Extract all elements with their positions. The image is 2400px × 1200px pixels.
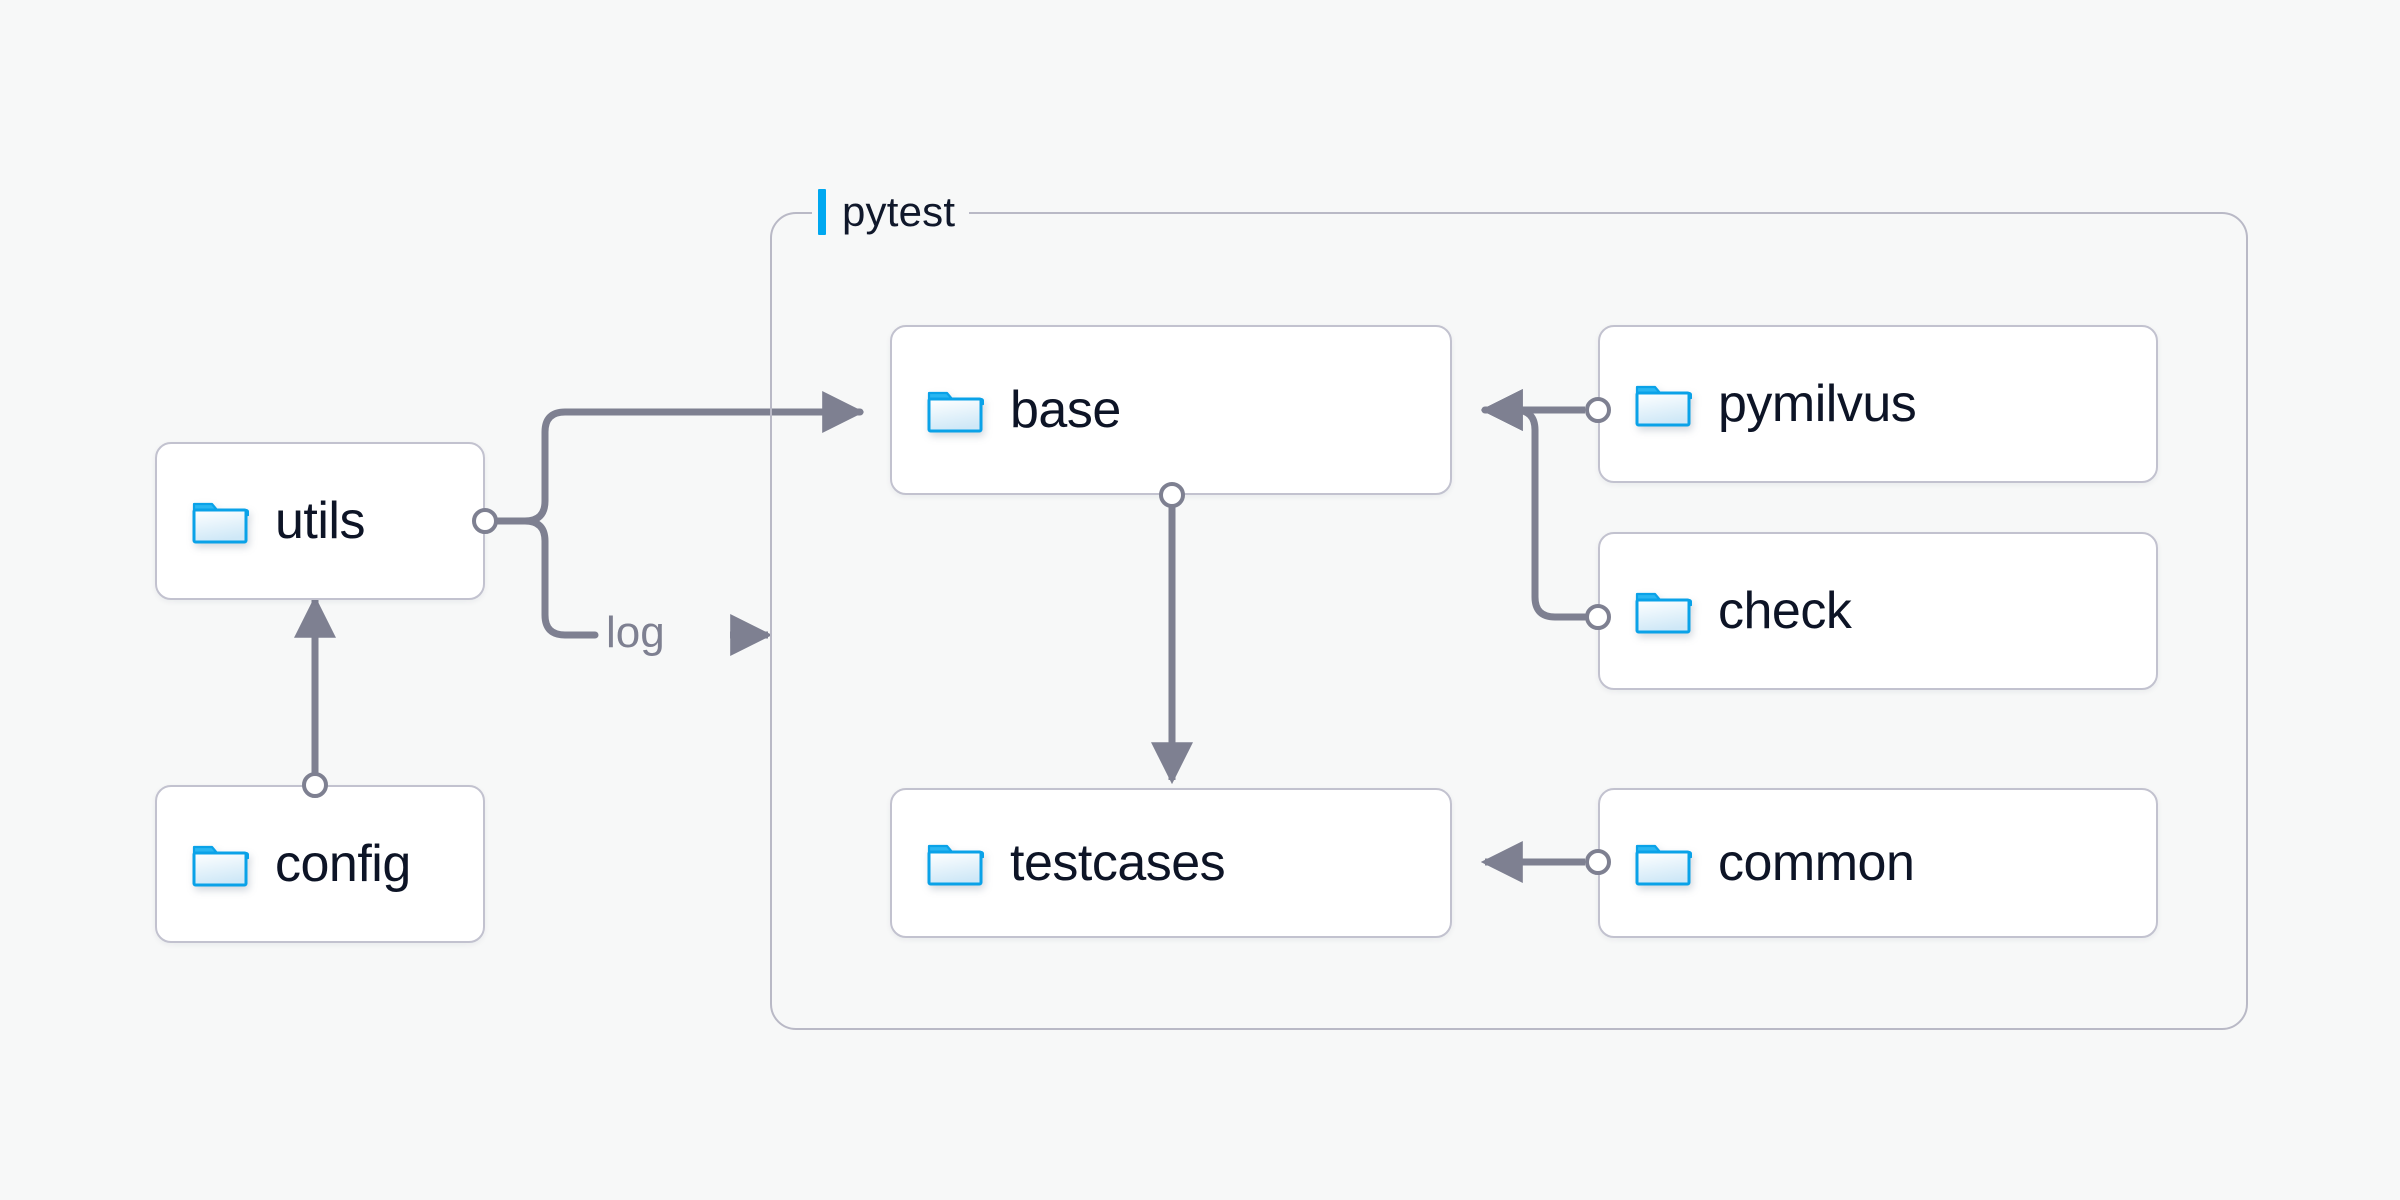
folder-icon <box>1635 592 1692 634</box>
node-check[interactable]: check <box>1598 532 2158 690</box>
port-check-left[interactable] <box>1585 604 1611 630</box>
node-base-label: base <box>1010 381 1121 439</box>
folder-icon <box>927 391 984 433</box>
port-common-left[interactable] <box>1585 849 1611 875</box>
group-title-text: pytest <box>842 188 956 235</box>
group-pytest-label: pytest <box>812 185 970 239</box>
node-base-content: base <box>892 380 1121 440</box>
node-testcases-label: testcases <box>1010 834 1226 892</box>
port-config-top[interactable] <box>302 772 328 798</box>
node-config[interactable]: config <box>155 785 485 943</box>
node-check-content: check <box>1600 581 1852 641</box>
node-testcases[interactable]: testcases <box>890 788 1452 938</box>
node-utils[interactable]: utils <box>155 442 485 600</box>
node-common-content: common <box>1600 833 1915 893</box>
node-utils-content: utils <box>157 491 365 551</box>
folder-icon <box>1635 385 1692 427</box>
node-check-label: check <box>1718 582 1852 640</box>
folder-icon <box>927 844 984 886</box>
edge-utils-to-log <box>481 517 599 639</box>
node-config-content: config <box>157 834 411 894</box>
node-testcases-content: testcases <box>892 833 1226 893</box>
node-pymilvus-label: pymilvus <box>1718 375 1917 433</box>
node-config-label: config <box>275 835 411 893</box>
node-base[interactable]: base <box>890 325 1452 495</box>
node-pymilvus[interactable]: pymilvus <box>1598 325 2158 483</box>
edge-label-log: log <box>606 608 665 657</box>
node-common[interactable]: common <box>1598 788 2158 938</box>
folder-icon <box>1635 844 1692 886</box>
port-utils-right[interactable] <box>472 508 498 534</box>
node-utils-label: utils <box>275 492 365 550</box>
port-pymilvus-left[interactable] <box>1585 397 1611 423</box>
node-pymilvus-content: pymilvus <box>1600 374 1917 434</box>
port-base-bottom[interactable] <box>1159 482 1185 508</box>
group-pytest <box>770 212 2248 1030</box>
folder-icon <box>192 502 249 544</box>
folder-icon <box>192 845 249 887</box>
node-common-label: common <box>1718 834 1915 892</box>
group-accent-bar <box>818 189 826 235</box>
